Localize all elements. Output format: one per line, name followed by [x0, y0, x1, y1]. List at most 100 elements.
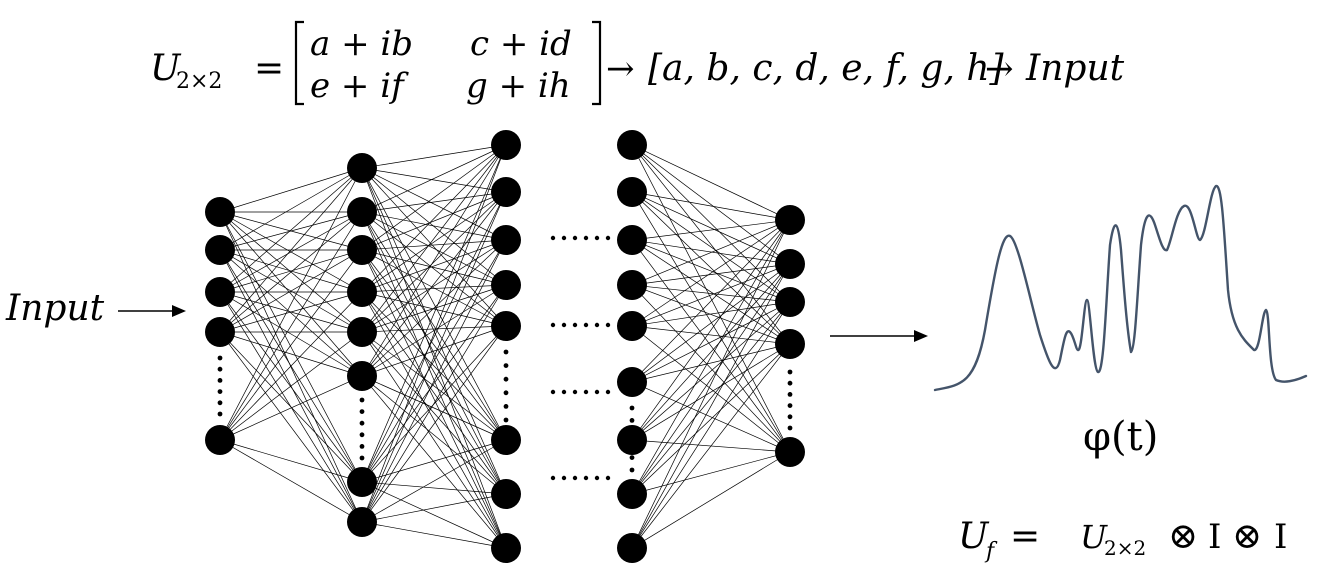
vertical-ellipsis-dot [787, 403, 793, 408]
network-edge [631, 191, 791, 265]
vertical-ellipsis-dot [217, 411, 223, 417]
network-edge [361, 325, 507, 333]
vertical-ellipsis-dot [217, 366, 223, 372]
network-edge [219, 331, 363, 441]
network-edge [361, 481, 507, 549]
neuron-node [775, 287, 805, 317]
vertical-ellipsis-dot [787, 425, 793, 431]
network-edge [361, 191, 507, 213]
network-edge [361, 167, 507, 441]
network-edge [361, 211, 507, 241]
neuron-node [617, 311, 647, 341]
neuron-node [491, 311, 521, 341]
neuron-node [775, 437, 805, 467]
horizontal-ellipsis-dot [550, 475, 556, 481]
identity-1: I [1208, 517, 1221, 557]
network-edge [219, 331, 363, 377]
u-symbol: U [150, 48, 182, 89]
network-edges [219, 144, 791, 549]
network-edge [219, 331, 363, 523]
network-edge [631, 263, 791, 383]
network-edge [631, 239, 791, 265]
horizontal-ellipsis-dot [550, 389, 556, 395]
neuron-node [775, 205, 805, 235]
horizontal-ellipsis-dot [605, 475, 611, 481]
neuron-node [617, 270, 647, 300]
vertical-ellipsis-dot [503, 390, 509, 396]
network-edge [631, 263, 791, 549]
neuron-node [347, 467, 377, 497]
vertical-ellipsis-dot [787, 414, 793, 420]
horizontal-ellipsis-dot [561, 389, 567, 395]
horizontal-ellipsis-dot [572, 235, 578, 241]
vertical-ellipsis-dot [503, 404, 509, 409]
neuron-node [617, 177, 647, 207]
network-edge [631, 301, 791, 441]
network-edge [219, 249, 363, 293]
vertical-ellipsis-dot [629, 442, 635, 448]
network-edge [361, 144, 507, 523]
vertical-ellipsis-dot [217, 355, 223, 361]
network-edge [361, 167, 507, 193]
equals-sign: = [254, 48, 284, 89]
network-edge [361, 284, 507, 377]
network-edge [631, 219, 791, 441]
network-edge [361, 239, 507, 523]
network-edge [361, 191, 507, 333]
network-edge [361, 211, 507, 327]
network-nodes [205, 130, 805, 563]
neuron-node [775, 249, 805, 279]
network-edge [631, 381, 791, 453]
network-edge [361, 144, 507, 333]
network-edge [631, 219, 791, 383]
neuron-node [617, 225, 647, 255]
horizontal-ellipsis-dot [550, 235, 556, 241]
top-equation: U 2×2 = a + ib c + id e + if g + ih → [a… [150, 20, 1125, 106]
neuron-node [491, 425, 521, 455]
network-edge [631, 219, 791, 495]
network-edge [361, 211, 507, 495]
matrix-cell-11: g + ih [466, 66, 571, 106]
network-edge [219, 211, 363, 333]
network-edge [361, 211, 507, 441]
network-edge [631, 191, 791, 221]
network-edge [219, 439, 363, 483]
horizontal-ellipsis-dot [561, 475, 567, 481]
neuron-node [491, 225, 521, 255]
network-edge [219, 249, 363, 377]
neuron-node [491, 479, 521, 509]
horizontal-ellipsis-dot [605, 389, 611, 395]
network-edge [631, 284, 791, 303]
network-edge [361, 144, 507, 213]
network-edge [631, 343, 791, 383]
network-edge [361, 249, 507, 286]
vertical-ellipsis-dot [629, 455, 635, 460]
network-edge [631, 301, 791, 327]
neuron-node [205, 197, 235, 227]
neuron-node [347, 507, 377, 537]
neuron-node [775, 329, 805, 359]
neuron-node [347, 235, 377, 265]
bottom-u-subscript: 2×2 [1104, 536, 1146, 560]
horizontal-ellipsis-dot [583, 235, 589, 241]
network-edge [631, 343, 791, 549]
network-edge [219, 331, 363, 483]
network-edge [361, 249, 507, 441]
vertical-ellipsis-dot [217, 378, 223, 383]
network-edge [361, 144, 507, 293]
network-edge [361, 239, 507, 251]
network-edge [219, 167, 363, 213]
vertical-ellipsis-dot [629, 418, 635, 423]
network-edge [219, 211, 363, 377]
network-edge [361, 167, 507, 495]
network-edge [631, 263, 791, 495]
neuron-node [491, 533, 521, 563]
network-edge [361, 239, 507, 483]
neuron-node [617, 425, 647, 455]
layer-horizontal-ellipses [550, 235, 611, 481]
network-edge [361, 331, 507, 441]
network-edge [361, 291, 507, 327]
network-edge [361, 331, 507, 495]
network-edge [361, 325, 507, 377]
arrow-to-vector: → [606, 49, 635, 89]
